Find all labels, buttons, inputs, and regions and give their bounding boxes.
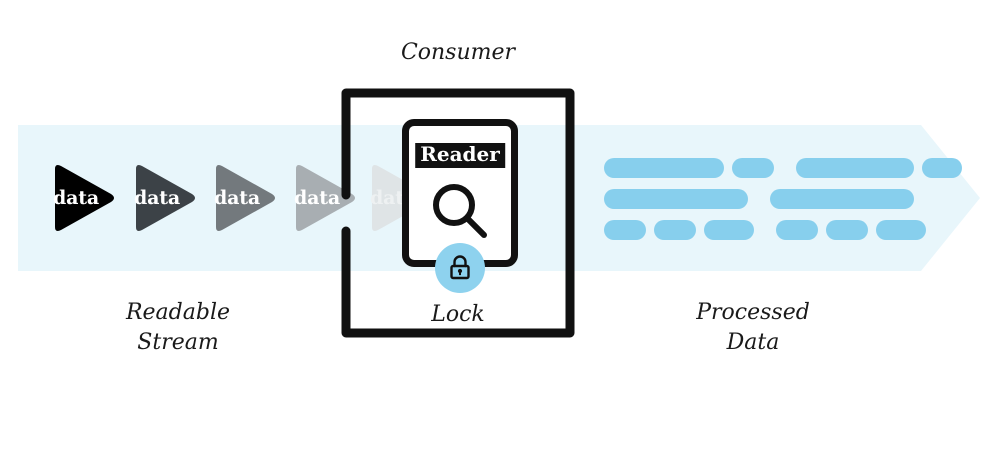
data-token-3: data	[206, 163, 278, 233]
triangle-icon	[362, 163, 434, 233]
bar-group-right	[770, 189, 914, 209]
data-token-1: data	[45, 163, 117, 233]
magnifier-icon	[429, 180, 491, 242]
triangle-icon	[126, 163, 198, 233]
caption-line-2: Data	[726, 329, 780, 355]
caption-line-2: Stream	[137, 329, 219, 355]
bar-group-left	[604, 220, 754, 240]
padlock-icon	[450, 255, 470, 280]
bar	[776, 220, 818, 240]
processed-data-caption: Processed Data	[653, 298, 853, 357]
bar	[796, 158, 914, 178]
bar-group-left	[604, 189, 748, 209]
data-token-2: data	[126, 163, 198, 233]
bar	[604, 220, 646, 240]
caption-line-1: Readable	[125, 300, 231, 325]
bar	[732, 158, 774, 178]
bar	[770, 189, 914, 209]
lock-badge	[435, 243, 485, 293]
caption-line-1: Processed	[696, 300, 810, 325]
bar	[876, 220, 926, 240]
triangle-icon	[206, 163, 278, 233]
bar	[922, 158, 962, 178]
bar-row	[604, 220, 926, 240]
triangle-icon	[286, 163, 358, 233]
bar-group-right	[776, 220, 926, 240]
bar	[826, 220, 868, 240]
bar	[654, 220, 696, 240]
reader-title: Reader	[415, 143, 505, 168]
consumer-label: Consumer	[400, 40, 516, 65]
bar-group-right	[796, 158, 962, 178]
processed-data-bars	[604, 158, 962, 240]
bar-row	[604, 189, 914, 209]
readable-stream-caption: Readable Stream	[78, 298, 278, 357]
lock-label: Lock	[431, 302, 485, 327]
bar-group-left	[604, 158, 774, 178]
bar	[704, 220, 754, 240]
bar-row	[604, 158, 962, 178]
bar	[604, 158, 724, 178]
consumer-bracket	[340, 87, 576, 339]
triangle-icon	[45, 163, 117, 233]
bar	[604, 189, 748, 209]
